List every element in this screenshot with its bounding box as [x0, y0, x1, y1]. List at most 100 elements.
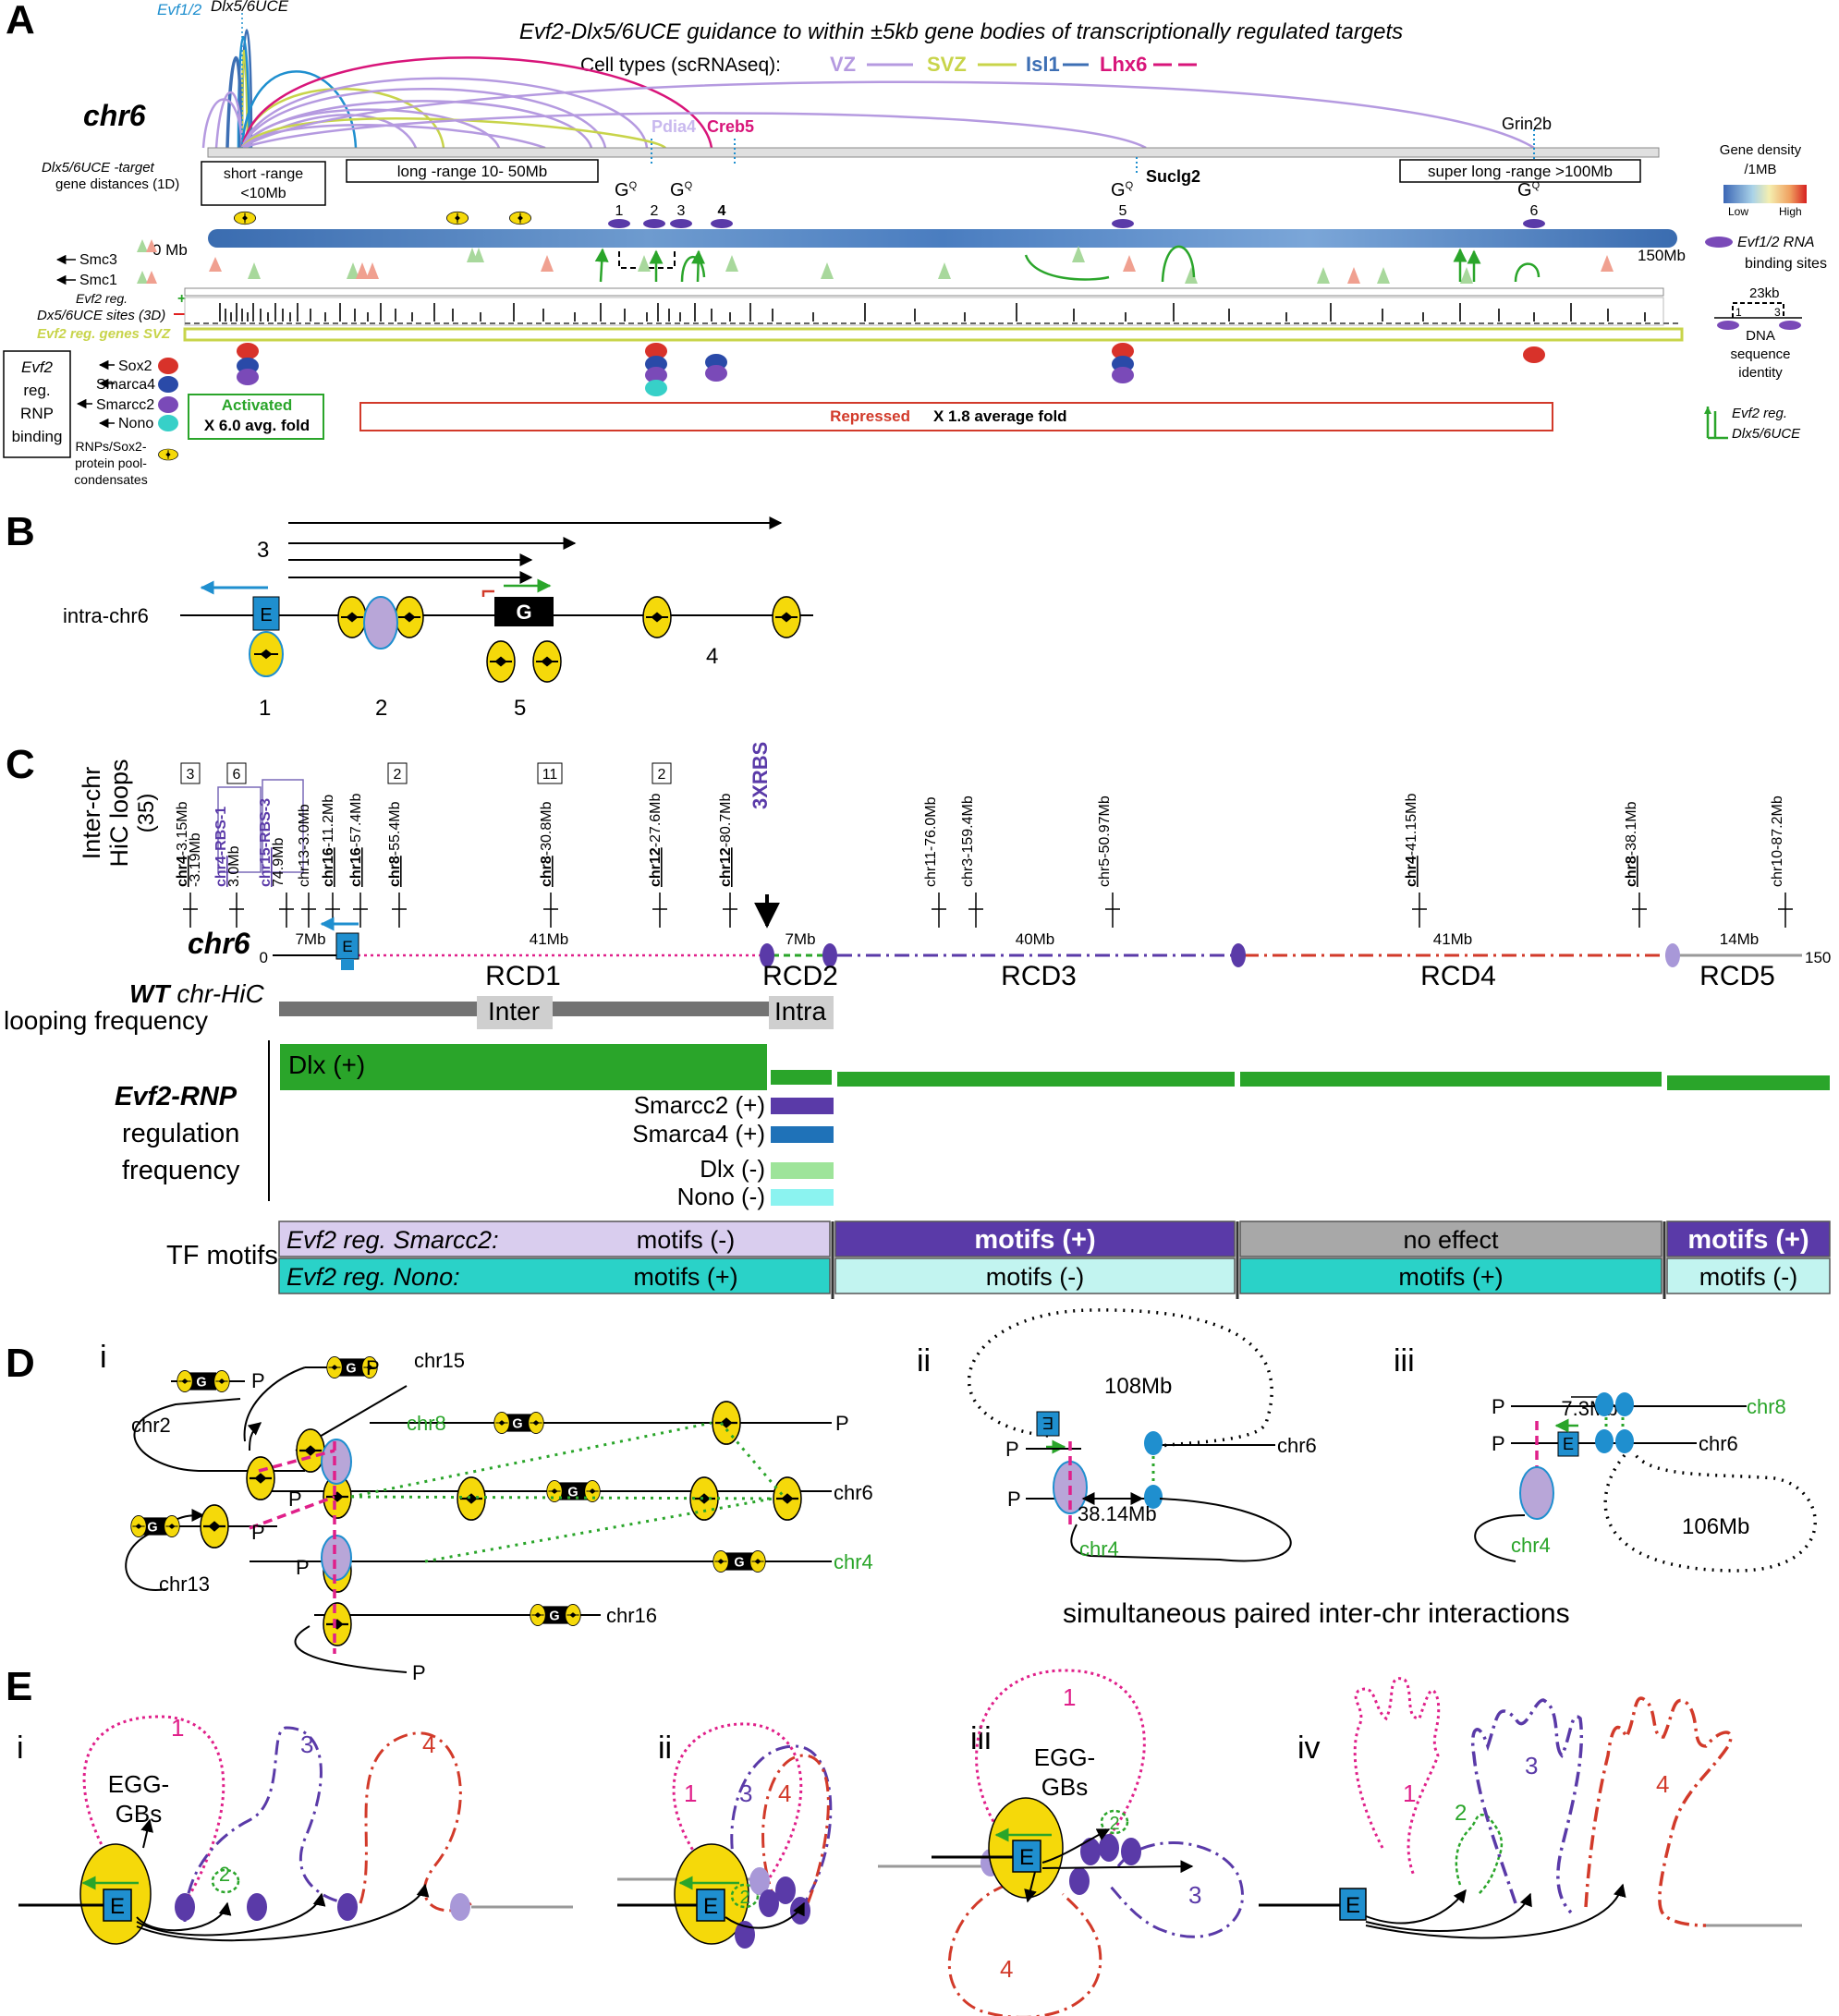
suclg2-label: Suclg2: [1146, 167, 1200, 186]
dlx-regulation-arcs: [594, 245, 1541, 283]
svg-text:motifs (-): motifs (-): [986, 1263, 1084, 1291]
gene-g-box: [494, 597, 554, 626]
svg-text:Evf2 reg.: Evf2 reg.: [1732, 406, 1787, 421]
svg-text:106Mb: 106Mb: [1682, 1514, 1749, 1539]
svg-text:RCD4: RCD4: [1420, 961, 1496, 991]
activated-box: [188, 394, 324, 440]
svg-text:chr8: chr8: [407, 1412, 446, 1435]
c-enhancer-foot: [341, 959, 354, 970]
svg-text:2: 2: [1109, 1814, 1119, 1834]
e-sub-ii: ii: [658, 1731, 672, 1766]
svg-text:3: 3: [677, 203, 686, 219]
panel-b-label: B: [6, 509, 35, 554]
panel-e: E i ii iii iv 1 3 4 EGG- GBs 2 E: [6, 1664, 1802, 2016]
rnp-box-line-4: binding: [12, 428, 63, 445]
rnp-binding-dots: [237, 343, 1545, 396]
svg-text:108Mb: 108Mb: [1104, 1374, 1172, 1399]
locus-label: chr4-RBS-1: [213, 807, 229, 887]
svg-text:motifs (+): motifs (+): [974, 1225, 1095, 1255]
svg-text:1: 1: [1735, 306, 1742, 319]
b-num-5: 5: [514, 696, 526, 721]
short-range-2: <10Mb: [240, 186, 286, 201]
svg-text:GQ: GQ: [615, 180, 638, 200]
svg-text:3: 3: [300, 1731, 313, 1758]
legend-lhx6: Lhx6: [1100, 53, 1147, 76]
svg-text:GBs: GBs: [1041, 1773, 1089, 1801]
locus-label: chr3-159.4Mb: [960, 795, 976, 887]
svg-text:5: 5: [1119, 203, 1127, 219]
svg-text:P: P: [1007, 1488, 1021, 1511]
locus-label: chr5-50.97Mb: [1097, 795, 1113, 887]
svg-text:chr2: chr2: [131, 1414, 171, 1437]
rnp-binding-box: [3, 350, 71, 458]
svg-text:23kb: 23kb: [1749, 285, 1780, 301]
panel-e-label: E: [6, 1664, 32, 1709]
svg-text:binding sites: binding sites: [1745, 256, 1827, 272]
tf-motifs-label: TF motifs: [166, 1241, 278, 1270]
locus-label: chr4-41.15Mb: [1404, 794, 1419, 887]
repressed-box: [359, 402, 1553, 431]
svg-text:Smarcc2 (+): Smarcc2 (+): [634, 1091, 765, 1119]
svg-text:P: P: [288, 1488, 302, 1511]
e-iv: 1 2 3 4 E: [1259, 1677, 1802, 1939]
rnp-bars: [280, 1044, 1830, 1206]
svg-text:Smarca4: Smarca4: [96, 377, 155, 393]
rnp-line-1: Evf2-RNP: [115, 1082, 237, 1111]
svg-text:P: P: [251, 1369, 265, 1392]
svg-text:1: 1: [1403, 1779, 1416, 1807]
svg-text:protein pool-: protein pool-: [75, 455, 147, 470]
svg-text:7Mb: 7Mb: [785, 930, 815, 948]
wt-line-2: looping frequency: [4, 1006, 208, 1035]
svg-text:chr6: chr6: [834, 1481, 873, 1504]
svg-text:1: 1: [684, 1779, 697, 1807]
motif-table: Evf2 reg. Smarcc2: motifs (-) motifs (+)…: [278, 1221, 1831, 1299]
d-ii: 108Mb E P P chr6 38.14Mb chr4: [967, 1308, 1317, 1562]
locus-label: chr8-38.1Mb: [1624, 801, 1639, 887]
segment-sizes: 7Mb 41Mb 7Mb 40Mb 41Mb 14Mb: [295, 930, 1759, 948]
svg-text:4: 4: [422, 1731, 435, 1758]
svg-text:3: 3: [1188, 1881, 1201, 1909]
svg-text:4: 4: [778, 1779, 791, 1807]
e-ii: 1 3 4 E 2: [617, 1722, 833, 1949]
svg-text:P: P: [296, 1556, 310, 1579]
svg-text:identity: identity: [1738, 365, 1783, 381]
svg-text:P: P: [412, 1661, 426, 1684]
locus-label: 3.0Mb: [226, 845, 242, 887]
locus-label: chr12-27.6Mb: [648, 794, 664, 888]
svg-text:motifs (+): motifs (+): [1398, 1263, 1503, 1291]
b-num-2: 2: [375, 696, 387, 721]
svg-text:Dlx (-): Dlx (-): [700, 1155, 765, 1183]
svg-text:chr4: chr4: [1511, 1534, 1551, 1557]
svg-text:E: E: [1563, 1435, 1574, 1453]
panel-b: B intra-chr6 3 E G 1 2 5 4: [6, 509, 813, 721]
c-side-label: Inter-chr HiC loops (35): [78, 759, 159, 867]
svg-text:RCD2: RCD2: [762, 961, 838, 991]
svg-text:40Mb: 40Mb: [1016, 930, 1055, 948]
svg-text:4: 4: [1656, 1770, 1669, 1798]
svg-text:3: 3: [1525, 1752, 1538, 1779]
chr6-label: chr6: [83, 99, 146, 132]
start-0mb: 0 Mb: [152, 241, 188, 259]
distance-label-1: Dlx5/6UCE -target: [42, 160, 155, 176]
legend-svz: SVZ: [927, 53, 967, 76]
grin2b-label: Grin2b: [1502, 115, 1552, 133]
b-purple-node: [363, 596, 398, 650]
svg-text:41Mb: 41Mb: [1433, 930, 1473, 948]
svg-text:2: 2: [394, 767, 402, 783]
svg-text:Evf2 reg. Smarcc2:: Evf2 reg. Smarcc2:: [286, 1226, 499, 1254]
activated-fold: X 6.0 avg. fold: [204, 417, 310, 434]
inter-label: Inter: [488, 997, 540, 1026]
locus-label: chr10-87.2Mb: [1770, 795, 1785, 887]
smc3-label: Smc3: [79, 252, 117, 268]
svg-text:4: 4: [1000, 1955, 1013, 1983]
svg-text:chr16: chr16: [606, 1604, 657, 1627]
enhancer-e-box: [252, 596, 280, 631]
e-iii: 1 EGG- GBs 3 4 E 2: [878, 1669, 1245, 2016]
rcd-labels: RCD1 RCD2 RCD3 RCD4 RCD5: [485, 961, 1775, 991]
b-num-3: 3: [257, 538, 269, 563]
rnp-line-2: regulation: [122, 1119, 239, 1148]
svg-text:chr6: chr6: [1699, 1432, 1738, 1455]
d-sub-ii: ii: [917, 1343, 931, 1378]
smc1-label: Smc1: [79, 273, 117, 288]
svg-text:GBs: GBs: [116, 1800, 163, 1828]
